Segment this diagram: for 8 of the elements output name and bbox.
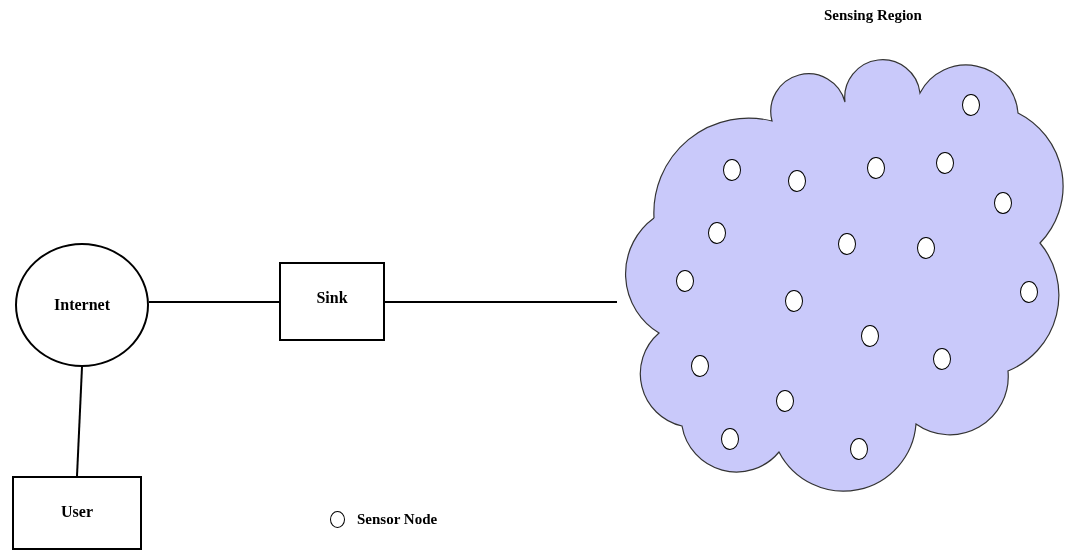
connector-line	[148, 301, 280, 303]
process-box: Sink	[279, 262, 385, 341]
network-ellipse: Internet	[15, 243, 149, 367]
connector-line	[384, 301, 618, 303]
connector-line	[76, 366, 83, 477]
legend-text: Sensor Node	[357, 512, 438, 527]
region-heading: Sensing Region	[824, 8, 922, 23]
process-box: User	[12, 476, 142, 550]
